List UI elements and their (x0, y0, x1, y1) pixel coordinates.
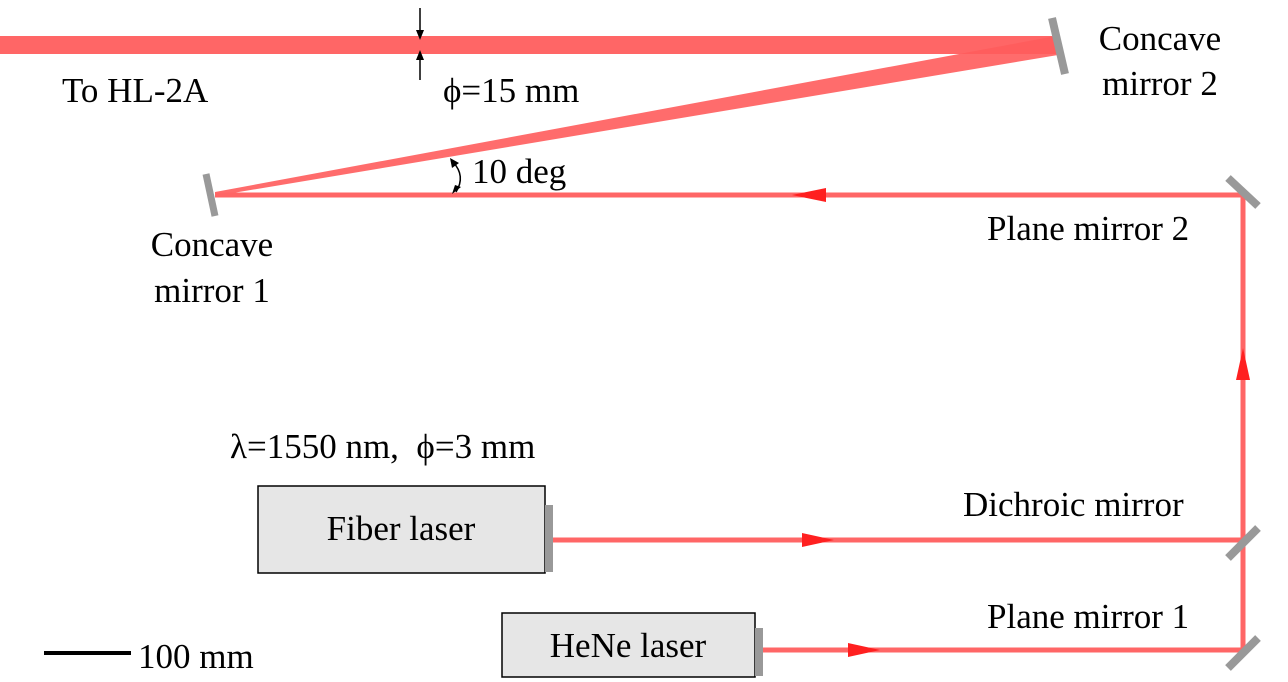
plane-mirror-2 (1225, 175, 1261, 209)
beam-arrow-right-hene (848, 643, 880, 657)
label-dichroic-mirror: Dichroic mirror (963, 485, 1184, 524)
hene-laser-aperture (755, 628, 763, 676)
label-hene-laser: HeNe laser (550, 626, 707, 665)
angle-arrowhead-top (450, 158, 459, 168)
beam-arrow-left (792, 188, 826, 202)
label-concave-mirror-2-line1: Concave (1099, 19, 1221, 58)
dichroic-mirror (1225, 525, 1261, 561)
beam-arrow-up (1236, 348, 1250, 380)
diverging-beam (215, 36, 1058, 196)
fiber-laser-aperture (545, 505, 553, 572)
concave-mirror-1 (202, 173, 219, 217)
label-scale-bar: 100 mm (138, 637, 254, 676)
hene-laser-box (501, 612, 756, 678)
label-plane-mirror-2: Plane mirror 2 (987, 209, 1189, 248)
concave-mirror-2 (1048, 17, 1069, 75)
label-beam-diameter-out: ϕ=15 mm (443, 71, 579, 110)
label-plane-mirror-1: Plane mirror 1 (987, 597, 1189, 636)
label-concave-mirror-1-line2: mirror 1 (154, 271, 270, 310)
label-to-hl2a: To HL-2A (62, 71, 209, 110)
label-concave-mirror-2-line2: mirror 2 (1102, 64, 1218, 103)
label-laser-spec: λ=1550 nm, ϕ=3 mm (230, 427, 535, 466)
angle-arrowhead-bottom (452, 185, 461, 194)
plane-mirror-1 (1225, 635, 1261, 671)
label-fiber-laser: Fiber laser (327, 509, 476, 548)
label-concave-mirror-1-line1: Concave (151, 225, 273, 264)
output-beam (0, 36, 1056, 54)
fiber-laser-box (257, 485, 546, 574)
label-angle: 10 deg (472, 152, 566, 191)
beam-arrow-right-fiber (802, 533, 834, 547)
